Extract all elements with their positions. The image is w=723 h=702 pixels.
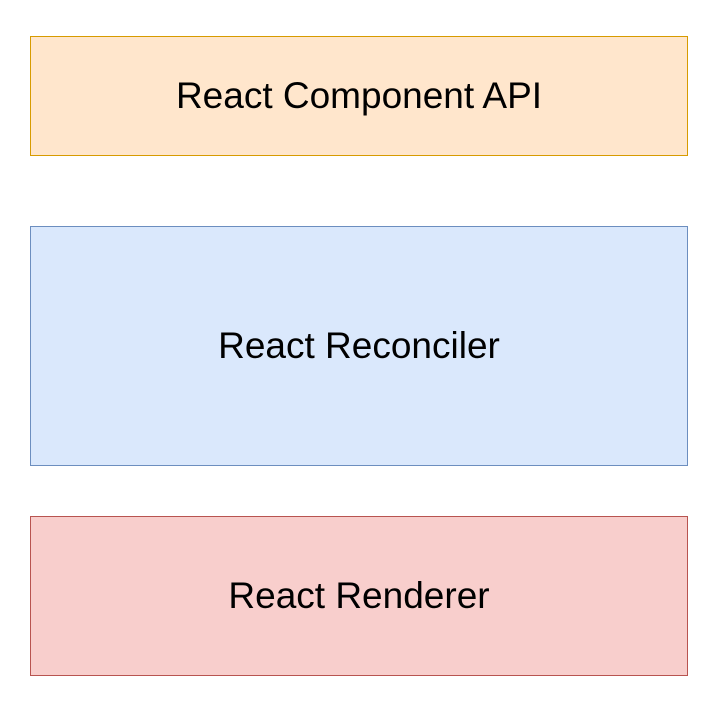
- reconciler-layer-label: React Reconciler: [218, 325, 500, 366]
- reconciler-layer-box: React Reconciler: [30, 226, 688, 466]
- component-api-layer-label: React Component API: [175, 75, 543, 116]
- component-api-layer-box: React Component API: [30, 36, 688, 156]
- renderer-layer-label: React Renderer: [228, 575, 490, 616]
- renderer-layer-box: React Renderer: [30, 516, 688, 676]
